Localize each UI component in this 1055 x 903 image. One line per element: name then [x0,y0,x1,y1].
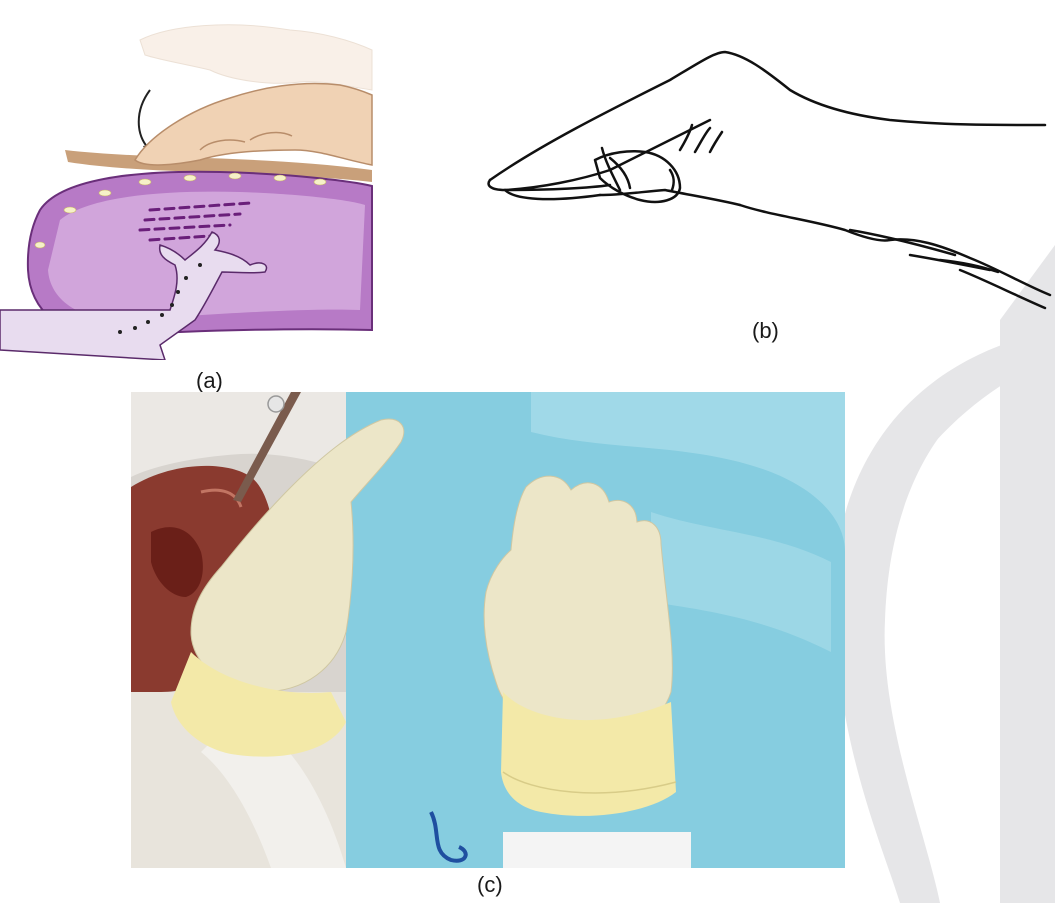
palpating-hand [135,83,372,165]
panel-a-illustration [0,10,380,360]
panel-c-label: (c) [477,872,503,898]
raised-hand-ghost [140,25,372,90]
downward-arrow-icon [139,90,150,150]
panel-c-photograph [131,392,845,868]
panel-b-line-drawing [470,40,1055,320]
panel-a-label: (a) [196,368,223,394]
panel-b-label: (b) [752,318,779,344]
